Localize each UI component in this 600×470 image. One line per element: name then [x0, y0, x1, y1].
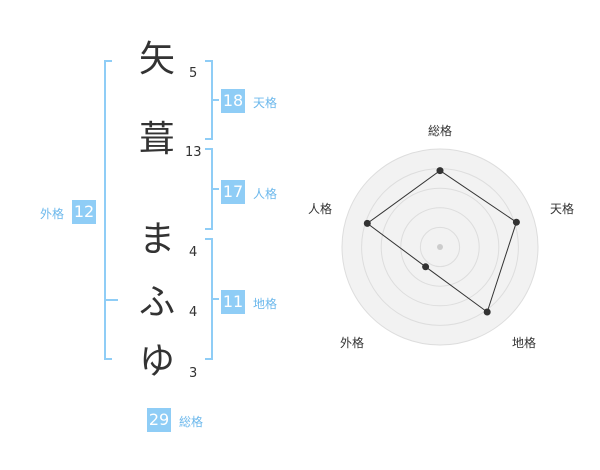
- radar-label-tenkaku: 天格: [549, 202, 574, 216]
- name-char-4: ふ: [138, 282, 175, 323]
- radar-point-2: [512, 218, 520, 226]
- stroke-count-1: 5: [189, 66, 198, 81]
- chikaku-bracket: [205, 238, 213, 360]
- gaikaku-bracket: [104, 60, 112, 360]
- radar-ring-3: [380, 187, 500, 307]
- name-char-1: 矢: [138, 39, 175, 80]
- name-char-2: 葺: [138, 119, 175, 160]
- soukaku-value: 29: [147, 408, 171, 432]
- gaikaku-value: 12: [72, 200, 96, 224]
- radar-label-chikaku: 地格: [511, 336, 536, 350]
- radar-point-4: [422, 263, 430, 271]
- radar-label-soukaku: 総格: [427, 124, 452, 138]
- radar-label-gaikaku: 外格: [339, 336, 364, 350]
- radar-label-jinkaku: 人格: [307, 202, 332, 216]
- jinkaku-tick: [213, 188, 219, 190]
- gaikaku-tick: [104, 299, 118, 301]
- radar-point-1: [436, 167, 444, 175]
- tenkaku-value: 18: [221, 89, 245, 113]
- stroke-count-3: 4: [189, 245, 198, 260]
- name-char-5: ゆ: [138, 341, 175, 382]
- soukaku-label: 総格: [179, 415, 204, 429]
- radar-ring-2: [400, 207, 480, 287]
- radar-center: [437, 244, 443, 250]
- gaikaku-label: 外格: [40, 207, 65, 221]
- chikaku-label: 地格: [253, 297, 278, 311]
- radar-point-5: [363, 219, 371, 227]
- jinkaku-bracket: [205, 148, 213, 230]
- jinkaku-value: 17: [221, 180, 245, 204]
- radar-ring-5: [341, 148, 539, 346]
- name-char-3: ま: [138, 219, 175, 260]
- jinkaku-label: 人格: [253, 187, 278, 201]
- chikaku-tick: [213, 298, 219, 300]
- radar-ring-1: [419, 226, 461, 268]
- stroke-count-4: 4: [189, 305, 198, 320]
- tenkaku-bracket: [205, 60, 213, 140]
- radar-point-3: [483, 308, 491, 316]
- chikaku-value: 11: [221, 290, 245, 314]
- radar-series-line: [366, 169, 517, 313]
- tenkaku-label: 天格: [253, 96, 278, 110]
- stroke-count-2: 13: [185, 145, 202, 160]
- stroke-count-5: 3: [189, 366, 198, 381]
- tenkaku-tick: [213, 99, 219, 101]
